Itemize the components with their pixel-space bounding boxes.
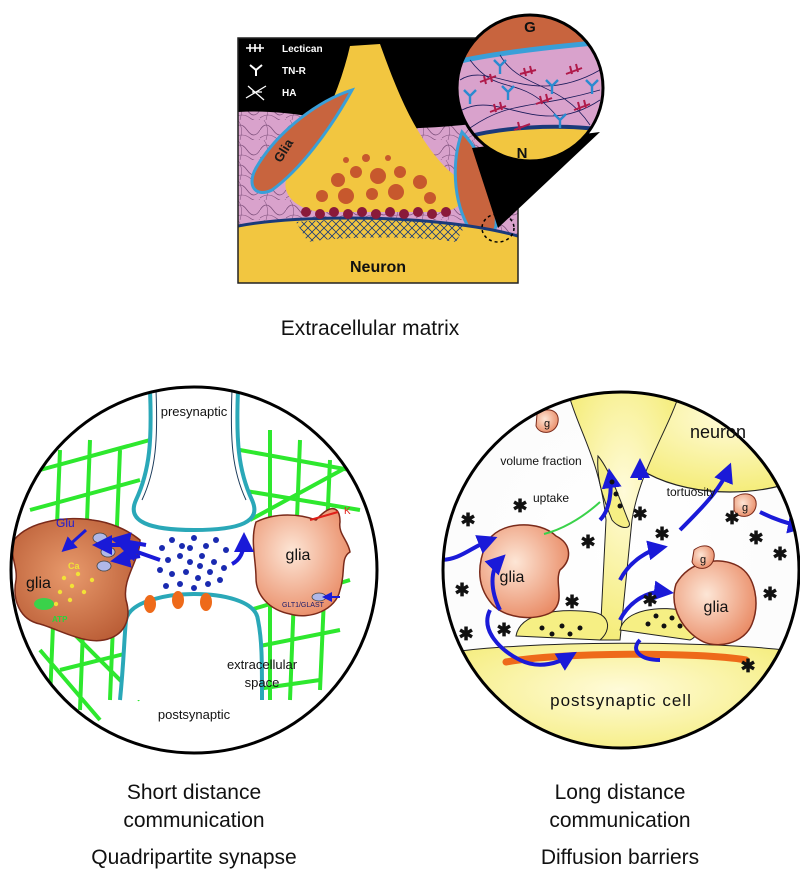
glia-right-label: glia <box>286 547 311 564</box>
bouton-vesicles <box>539 479 683 637</box>
neuron-right-label: neuron <box>690 422 746 442</box>
tortuosity-label: tortuosity <box>667 485 716 499</box>
right-subcaption: Diffusion barriers <box>540 846 700 869</box>
lectican-molecules <box>479 63 591 131</box>
legend-ha-label: HA <box>282 88 296 99</box>
svg-text:✱: ✱ <box>458 624 473 644</box>
right-panel-border <box>441 390 800 750</box>
postsynaptic-cell-label: postsynaptic cell <box>550 691 692 710</box>
left-caption-line2: communication <box>123 809 265 832</box>
svg-text:✱: ✱ <box>762 584 777 604</box>
extracellular-label: extracellular <box>227 657 298 672</box>
ecm-legend: Lectican TN-R HA <box>245 44 323 101</box>
glia-cell-left <box>479 524 570 619</box>
glutamate-molecules <box>157 535 229 591</box>
presynaptic-label: presynaptic <box>161 404 228 419</box>
atp-vesicle <box>34 598 54 610</box>
postsynaptic-density <box>502 650 750 666</box>
g-label-3: g <box>700 554 706 566</box>
presynaptic-terminal-left <box>131 389 257 533</box>
ecm-panel: Lectican TN-R HA Glia Neuron <box>237 13 605 284</box>
glu-release-arrow <box>61 528 88 553</box>
glt-label: GLT1/GLAST <box>282 602 325 609</box>
zoom-marker <box>481 213 515 243</box>
svg-text:✱: ✱ <box>740 656 755 676</box>
diffusion-pathways <box>443 458 799 671</box>
space-label: space <box>245 675 280 690</box>
svg-text:✱: ✱ <box>564 592 579 612</box>
lectican-icon <box>246 44 264 52</box>
quadripartite-synapse-panel: presynaptic postsynaptic glia glia Glu C… <box>9 385 379 755</box>
zoom-n-label: N <box>517 145 528 162</box>
svg-text:✱: ✱ <box>580 532 595 552</box>
glia-left-label: glia <box>26 575 51 592</box>
right-caption-line2: communication <box>549 809 691 832</box>
left-caption-line1: Short distance <box>126 781 262 804</box>
svg-text:✱: ✱ <box>772 544 787 564</box>
svg-text:✱: ✱ <box>632 504 647 524</box>
neuron-membrane <box>238 216 518 238</box>
svg-text:✱: ✱ <box>460 510 475 530</box>
neuron-label: Neuron <box>350 259 406 276</box>
legend-lectican-label: Lectican <box>282 44 323 55</box>
volume-fraction-label: volume fraction <box>500 454 581 468</box>
calcium-dots <box>53 571 95 607</box>
perineuronal-mesh <box>296 219 466 242</box>
g-label-2: g <box>742 502 748 514</box>
glia-cell-right <box>673 560 757 646</box>
postsynaptic-terminal-left <box>118 591 264 701</box>
glia-process-left <box>250 87 356 194</box>
svg-text:✱: ✱ <box>496 620 511 640</box>
left-panel-border <box>9 385 379 755</box>
svg-text:✱: ✱ <box>454 580 469 600</box>
svg-text:✱: ✱ <box>654 524 669 544</box>
k-label: K <box>344 506 351 517</box>
tn-r-molecules <box>463 59 599 128</box>
ca-label: Ca <box>68 561 80 571</box>
tn-r-icon <box>249 64 263 76</box>
small-glia-1 <box>535 409 559 433</box>
atp-label: ATP <box>52 615 68 624</box>
svg-text:✱: ✱ <box>724 508 739 528</box>
g-label-1: g <box>544 418 550 430</box>
k-uptake-arrow <box>309 511 339 521</box>
postsynaptic-label: postsynaptic <box>158 707 231 722</box>
postsynaptic-receptors <box>144 591 212 613</box>
presynaptic-terminal <box>285 44 464 212</box>
glia-right-panel-right-label: glia <box>704 599 729 616</box>
zoom-g-label: G <box>524 19 536 36</box>
glu-uptake-arrows <box>92 532 254 568</box>
ha-icon <box>245 85 267 101</box>
uptake-label: uptake <box>533 491 569 505</box>
small-glia-3 <box>691 545 715 569</box>
left-subcaption: Quadripartite synapse <box>91 846 297 869</box>
svg-text:✱: ✱ <box>748 528 763 548</box>
synaptic-vesicles <box>316 154 436 204</box>
diffusion-barriers-panel: ✱ ✱ ✱ ✱ ✱ ✱ ✱ ✱ ✱ ✱ ✱ ✱ ✱ ✱ ✱ neuron g g g volume frac… <box>441 390 800 750</box>
ecm-caption: Extracellular matrix <box>280 317 460 340</box>
glu-label: Glu <box>56 516 75 530</box>
ecm-zoom-inset: G N <box>455 13 605 163</box>
small-glia-2 <box>733 493 757 517</box>
glt-transporter-icon <box>311 592 327 602</box>
right-caption-line1: Long distance <box>554 781 686 804</box>
uptake-arrow <box>543 501 601 535</box>
extracellular-molecules: ✱ ✱ ✱ ✱ ✱ ✱ ✱ ✱ ✱ ✱ ✱ ✱ ✱ ✱ ✱ <box>454 496 787 676</box>
svg-text:✱: ✱ <box>642 590 657 610</box>
glia-right-panel-left-label: glia <box>500 569 525 586</box>
svg-text:✱: ✱ <box>512 496 527 516</box>
legend-tn-r-label: TN-R <box>282 66 307 77</box>
glia-right <box>252 507 351 617</box>
ha-chains <box>459 54 601 129</box>
active-zone <box>301 207 451 219</box>
